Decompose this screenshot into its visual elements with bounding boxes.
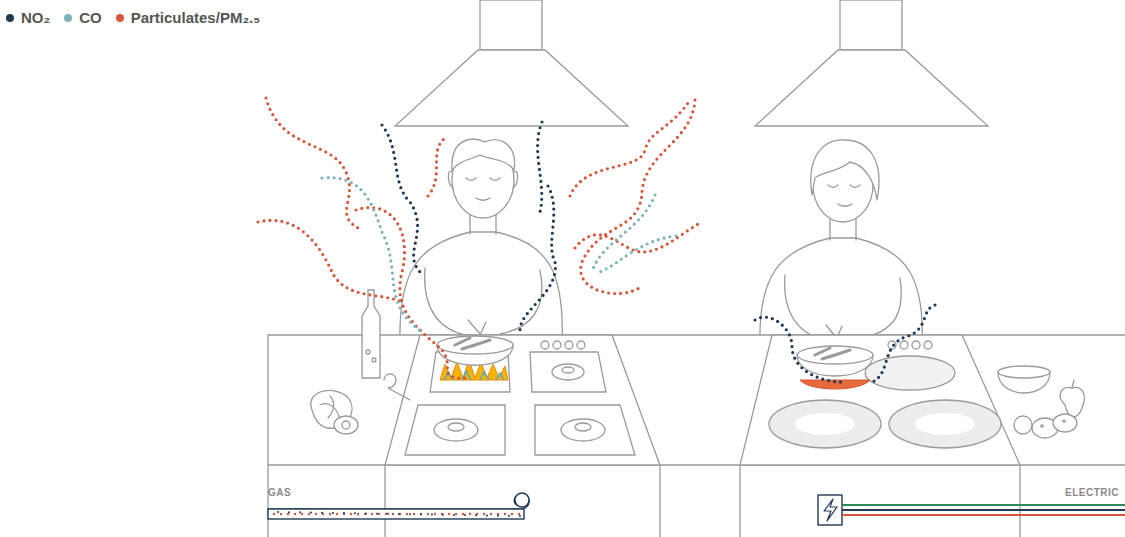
arms <box>425 268 542 336</box>
legend-swatch <box>6 14 14 22</box>
hood-duct <box>480 0 542 50</box>
gas-pipe <box>268 493 529 519</box>
legend-text: Particulates/PM₂.₅ <box>131 9 260 26</box>
counter-lines <box>268 335 1125 537</box>
gas-burners <box>405 341 635 455</box>
emission-trails <box>258 98 935 383</box>
face <box>466 178 500 200</box>
oil-bottle <box>362 290 380 378</box>
legend: NO₂ CO Particulates/PM₂.₅ <box>6 9 274 26</box>
tomato <box>1014 416 1032 434</box>
gas-cooktop <box>385 335 660 465</box>
man-figure <box>400 139 562 346</box>
hood-canopy <box>395 50 628 126</box>
no2-trails <box>382 122 935 383</box>
spoon <box>384 374 410 400</box>
hair <box>452 139 515 170</box>
ingredients <box>311 290 1085 438</box>
panel-label: GAS <box>268 487 291 498</box>
potato <box>1053 414 1077 432</box>
counters <box>268 335 1125 537</box>
ears <box>448 171 517 188</box>
avocado <box>334 416 358 434</box>
legend-entry: CO <box>64 9 102 26</box>
arms <box>785 275 902 340</box>
electric-cooktop <box>740 335 1020 465</box>
legend-text: CO <box>79 9 102 26</box>
pepper <box>1060 387 1084 416</box>
cabbage <box>311 390 352 428</box>
legend-swatch <box>116 14 124 22</box>
electric-wiring <box>818 495 1125 525</box>
hood-canopy <box>755 50 988 126</box>
co-trails <box>322 178 676 332</box>
electric-burners <box>769 341 1001 448</box>
face <box>828 185 860 206</box>
counter-fill <box>268 335 1125 537</box>
particulate-trails <box>258 98 702 378</box>
legend-entry: Particulates/PM₂.₅ <box>116 9 260 26</box>
legend-swatch <box>64 14 72 22</box>
woman-figure <box>760 140 922 350</box>
legend-text: NO₂ <box>21 9 50 26</box>
torso <box>400 232 562 345</box>
panel-label: ELECTRIC <box>1065 487 1119 498</box>
range-hoods <box>395 0 988 126</box>
hair <box>811 140 879 200</box>
hood-duct <box>840 0 902 50</box>
legend-entry: NO₂ <box>6 9 50 26</box>
